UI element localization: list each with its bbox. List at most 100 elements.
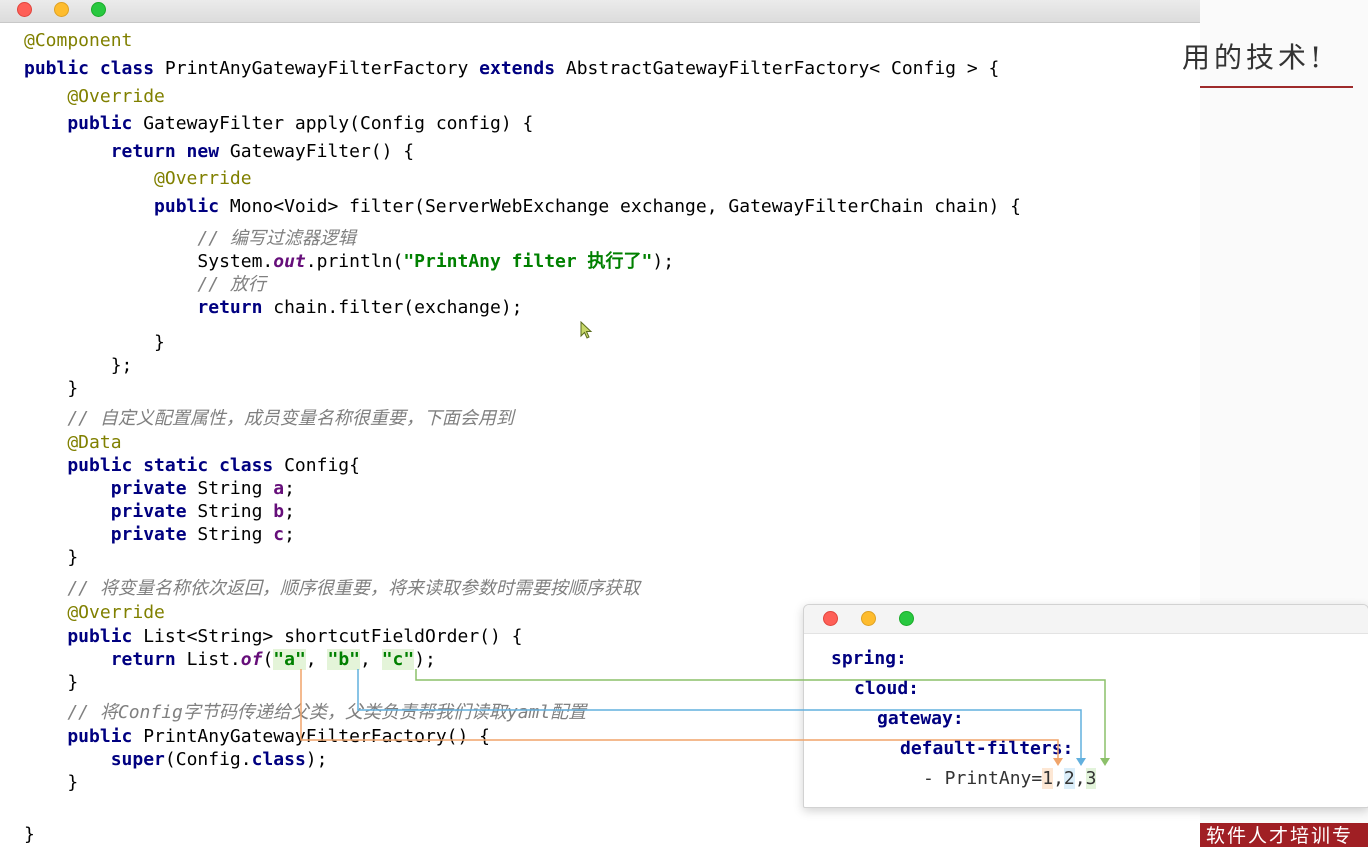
code-token: } — [24, 332, 165, 353]
code-token: ; — [284, 524, 295, 545]
code-token: System. — [24, 251, 274, 272]
slide-footer-banner: 软件人才培训专 — [1200, 823, 1368, 847]
code-token: Mono<Void> filter(ServerWebExchange exch… — [229, 196, 1022, 217]
code-token: Config{ — [284, 455, 360, 476]
code-token: } — [24, 672, 79, 693]
slide-heading: 用的技术! — [1182, 41, 1326, 74]
yaml-filter-prefix: - PrintAny= — [923, 768, 1043, 789]
code-line: // 将Config字节码传递给父类，父类负责帮我们读取yaml配置 — [24, 702, 586, 724]
code-line: } — [24, 824, 35, 846]
code-token: @Override — [24, 168, 252, 189]
code-token: class — [251, 749, 306, 770]
yaml-key-default-filters: default-filters: — [900, 738, 1074, 759]
close-window-button[interactable] — [17, 2, 32, 17]
code-token: GatewayFilter() { — [229, 141, 415, 162]
code-token: ; — [284, 501, 295, 522]
code-token: // 放行 — [24, 274, 266, 295]
code-token: }; — [24, 355, 133, 376]
code-token: private — [24, 524, 198, 545]
yaml-close-button[interactable] — [823, 611, 838, 626]
code-token: public — [24, 726, 144, 747]
yaml-filter-item: - PrintAny=1,2,3 — [923, 768, 1097, 790]
code-token: chain.filter(exchange); — [273, 297, 523, 318]
code-token: List<String> shortcutFieldOrder() { — [143, 626, 523, 647]
code-line: }; — [24, 355, 133, 377]
code-token: "b" — [327, 649, 360, 670]
code-token: ); — [414, 649, 436, 670]
code-line: // 放行 — [24, 274, 266, 296]
code-token: @Component — [24, 30, 133, 51]
code-token: b — [273, 501, 285, 522]
code-token: "a" — [273, 649, 306, 670]
code-token: public static class — [24, 455, 285, 476]
code-token: public — [24, 626, 144, 647]
code-line: public GatewayFilter apply(Config config… — [24, 113, 533, 135]
code-line: // 将变量名称依次返回，顺序很重要，将来读取参数时需要按顺序获取 — [24, 578, 640, 600]
code-line: @Override — [24, 168, 252, 190]
code-token: @Data — [24, 432, 122, 453]
code-token: private — [24, 478, 198, 499]
code-line: return List.of("a", "b", "c"); — [24, 649, 436, 671]
code-line: public static class Config{ — [24, 455, 360, 477]
code-token: public class — [24, 58, 165, 79]
yaml-config-window: spring: cloud: gateway: default-filters:… — [803, 604, 1368, 808]
code-line: return new GatewayFilter() { — [24, 141, 414, 163]
code-token: c — [273, 524, 285, 545]
code-line: public PrintAnyGatewayFilterFactory() { — [24, 726, 490, 748]
code-token: // 将变量名称依次返回，顺序很重要，将来读取参数时需要按顺序获取 — [24, 578, 640, 599]
code-token: ( — [262, 649, 274, 670]
code-token: } — [24, 772, 79, 793]
code-line: System.out.println("PrintAny filter 执行了"… — [24, 251, 674, 273]
code-token: return — [24, 649, 187, 670]
yaml-arg-1: 1 — [1042, 768, 1054, 789]
code-token: String — [197, 524, 274, 545]
code-token: } — [24, 378, 79, 399]
yaml-window-titlebar — [804, 605, 1368, 634]
code-token: (Config. — [164, 749, 252, 770]
code-token: return new — [24, 141, 230, 162]
code-token: } — [24, 824, 35, 845]
code-token: GatewayFilter apply(Config config) { — [143, 113, 534, 134]
yaml-arg-3: 3 — [1085, 768, 1097, 789]
code-token: a — [273, 478, 285, 499]
code-token: @Override — [24, 602, 165, 623]
code-line: } — [24, 332, 165, 354]
mouse-cursor-icon — [580, 321, 593, 339]
zoom-window-button[interactable] — [91, 2, 106, 17]
code-line: private String c; — [24, 524, 295, 546]
code-token: .println( — [305, 251, 404, 272]
code-line: } — [24, 378, 78, 400]
code-token: // 编写过滤器逻辑 — [24, 228, 356, 249]
code-line: @Component — [24, 30, 132, 52]
code-line: public class PrintAnyGatewayFilterFactor… — [24, 58, 999, 80]
code-token: ; — [284, 478, 295, 499]
code-line: public Mono<Void> filter(ServerWebExchan… — [24, 196, 1021, 218]
code-line: @Override — [24, 86, 165, 108]
code-line: return chain.filter(exchange); — [24, 297, 523, 319]
code-token: extends — [479, 58, 566, 79]
code-token: @Override — [24, 86, 165, 107]
code-token: String — [197, 501, 274, 522]
code-token: List. — [186, 649, 241, 670]
yaml-key-spring: spring: — [831, 648, 907, 669]
yaml-minimize-button[interactable] — [861, 611, 876, 626]
code-token: AbstractGatewayFilterFactory< Config > { — [565, 58, 1000, 79]
code-token: "c" — [381, 649, 415, 670]
code-window-titlebar — [0, 0, 1200, 23]
yaml-zoom-button[interactable] — [899, 611, 914, 626]
code-token: public — [24, 113, 144, 134]
code-token: PrintAnyGatewayFilterFactory() { — [143, 726, 490, 747]
code-token: public — [24, 196, 230, 217]
minimize-window-button[interactable] — [54, 2, 69, 17]
code-token: "PrintAny filter 执行了" — [403, 251, 653, 272]
code-token: , — [305, 649, 328, 670]
yaml-key-cloud: cloud: — [854, 678, 920, 699]
code-token: ); — [652, 251, 675, 272]
code-token: out — [273, 251, 306, 272]
code-line: private String b; — [24, 501, 295, 523]
code-line: // 自定义配置属性，成员变量名称很重要，下面会用到 — [24, 408, 514, 430]
code-line: // 编写过滤器逻辑 — [24, 228, 356, 250]
code-token: // 自定义配置属性，成员变量名称很重要，下面会用到 — [24, 408, 514, 429]
code-token: // 将Config字节码传递给父类，父类负责帮我们读取yaml配置 — [24, 702, 587, 723]
code-line: } — [24, 772, 78, 794]
